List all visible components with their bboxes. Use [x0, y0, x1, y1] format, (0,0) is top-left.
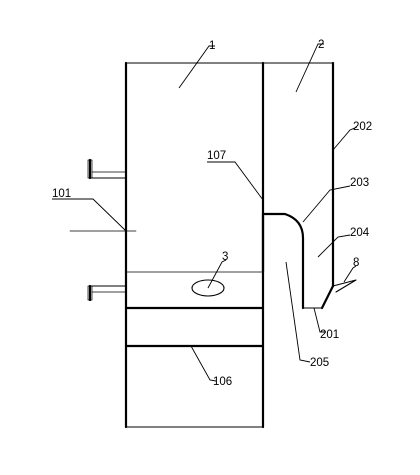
leader-202 [332, 126, 358, 151]
leader-3 [207, 259, 227, 289]
label-205: 205 [310, 357, 329, 369]
opening-3 [191, 279, 225, 297]
label-106: 106 [213, 376, 232, 388]
leader-2 [295, 43, 324, 93]
flange-top-hatch [87, 159, 93, 179]
leader-201 [313, 307, 326, 333]
leader-204 [317, 234, 351, 258]
flange-bottom-hatch [87, 285, 93, 301]
leader-106 [190, 345, 217, 382]
leader-107 [207, 161, 264, 201]
side-chamber-outline [261, 61, 335, 310]
leader-101 [52, 198, 127, 232]
leader-205 [285, 261, 311, 363]
spout-8 [332, 279, 357, 293]
leader-8 [343, 265, 357, 283]
label-202: 202 [353, 121, 372, 133]
baffle-203 [261, 212, 305, 310]
part-labels: 1 2 202 107 203 101 204 3 8 201 205 106 [52, 39, 372, 388]
label-8: 8 [353, 257, 359, 269]
label-204: 204 [350, 227, 370, 239]
label-101: 101 [52, 188, 71, 200]
leader-1 [178, 45, 215, 89]
leader-lines [52, 43, 358, 382]
inlet-flange-101 [69, 158, 137, 302]
label-201: 201 [320, 329, 339, 341]
label-1: 1 [209, 40, 215, 52]
spout-shape [332, 279, 357, 293]
leader-203 [302, 185, 351, 223]
label-2: 2 [318, 39, 324, 51]
label-107: 107 [207, 150, 226, 162]
chamber-bottom-slope [320, 284, 335, 310]
label-3: 3 [222, 251, 228, 263]
label-203: 203 [350, 177, 369, 189]
